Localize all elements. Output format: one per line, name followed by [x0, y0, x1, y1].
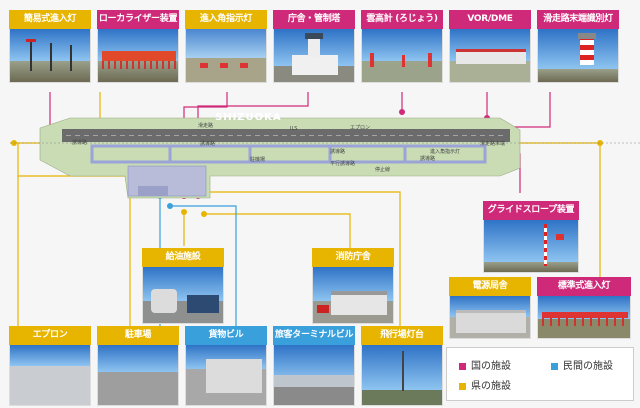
airport-name-text: SHIZUOKA [215, 112, 282, 123]
legend-swatch [459, 382, 466, 390]
photo [142, 267, 224, 324]
card-ceilometer[interactable]: 雲高計 (ろじょう) [361, 10, 443, 83]
map-label: 誘導路 [420, 156, 436, 162]
card-beacon[interactable]: 飛行場灯台 [361, 326, 443, 406]
card-title: 標準式進入灯 [537, 277, 631, 296]
legend-label: 県の施設 [471, 381, 511, 392]
card-title: 簡易式進入灯 [9, 10, 91, 29]
map-label: 誘導路 [330, 149, 346, 155]
photo [361, 345, 443, 406]
card-office-tower[interactable]: 庁舎・管制塔 [273, 10, 355, 83]
card-parking[interactable]: 駐車場 [97, 326, 179, 406]
photo [185, 29, 267, 83]
legend-private: 民間の施設 [551, 357, 613, 372]
legend-label: 民間の施設 [563, 361, 613, 372]
card-title: 貨物ビル [185, 326, 267, 345]
card-title: 旅客ターミナルビル [273, 326, 355, 345]
card-title: エプロン [9, 326, 91, 345]
photo [9, 345, 91, 406]
photo [537, 29, 619, 83]
photo [185, 345, 267, 406]
card-title: 進入角指示灯 [185, 10, 267, 29]
photo [483, 220, 579, 273]
legend: 国の施設 民間の施設 県の施設 [446, 347, 634, 401]
card-apron[interactable]: エプロン [9, 326, 91, 406]
card-title: 駐車場 [97, 326, 179, 345]
map-label: 滑走路 [198, 123, 214, 129]
map-label: 滑走路末端 [480, 141, 506, 147]
card-title: ローカライザー装置 [97, 10, 179, 29]
photo [537, 296, 631, 339]
card-title: グライドスロープ装置 [483, 201, 579, 220]
legend-prefectural: 県の施設 [459, 377, 511, 392]
card-title: 給油施設 [142, 248, 224, 267]
card-standard-approach-light[interactable]: 標準式進入灯 [537, 277, 631, 339]
map-label: 平行誘導路 [330, 161, 356, 167]
map-label: 駐機場 [250, 157, 266, 163]
map-label: 停止線 [375, 167, 391, 173]
photo [273, 29, 355, 83]
card-vor-dme[interactable]: VOR/DME [449, 10, 531, 83]
card-papi[interactable]: 進入角指示灯 [185, 10, 267, 83]
card-title: 消防庁舎 [312, 248, 394, 267]
card-title: 庁舎・管制塔 [273, 10, 355, 29]
card-terminal[interactable]: 旅客ターミナルビル [273, 326, 355, 406]
card-title: 雲高計 (ろじょう) [361, 10, 443, 29]
photo [97, 345, 179, 406]
legend-swatch [551, 362, 558, 370]
card-localizer[interactable]: ローカライザー装置 [97, 10, 179, 83]
card-cargo[interactable]: 貨物ビル [185, 326, 267, 406]
card-power-station[interactable]: 電源局舎 [449, 277, 531, 339]
photo [9, 29, 91, 83]
card-glide-slope[interactable]: グライドスロープ装置 [483, 201, 579, 273]
legend-label: 国の施設 [471, 361, 511, 372]
card-runway-id-light[interactable]: 滑走路末端識別灯 [537, 10, 619, 83]
legend-swatch [459, 362, 466, 370]
card-title: 飛行場灯台 [361, 326, 443, 345]
photo [97, 29, 179, 83]
map-label: 誘導路 [200, 141, 216, 147]
map-label: エプロン [350, 125, 371, 131]
card-simple-approach-light[interactable]: 簡易式進入灯 [9, 10, 91, 83]
card-title: 滑走路末端識別灯 [537, 10, 619, 29]
photo [312, 267, 394, 324]
card-title: VOR/DME [449, 10, 531, 29]
map-label: ILS [290, 126, 298, 132]
photo [449, 296, 531, 339]
card-fuel[interactable]: 給油施設 [142, 248, 224, 324]
card-fire-station[interactable]: 消防庁舎 [312, 248, 394, 324]
photo [361, 29, 443, 83]
map-label: 誘導路 [72, 140, 88, 146]
photo [273, 345, 355, 406]
photo [449, 29, 531, 83]
map-label: 進入角指示灯 [430, 149, 461, 155]
legend-national: 国の施設 [459, 357, 511, 372]
card-title: 電源局舎 [449, 277, 531, 296]
